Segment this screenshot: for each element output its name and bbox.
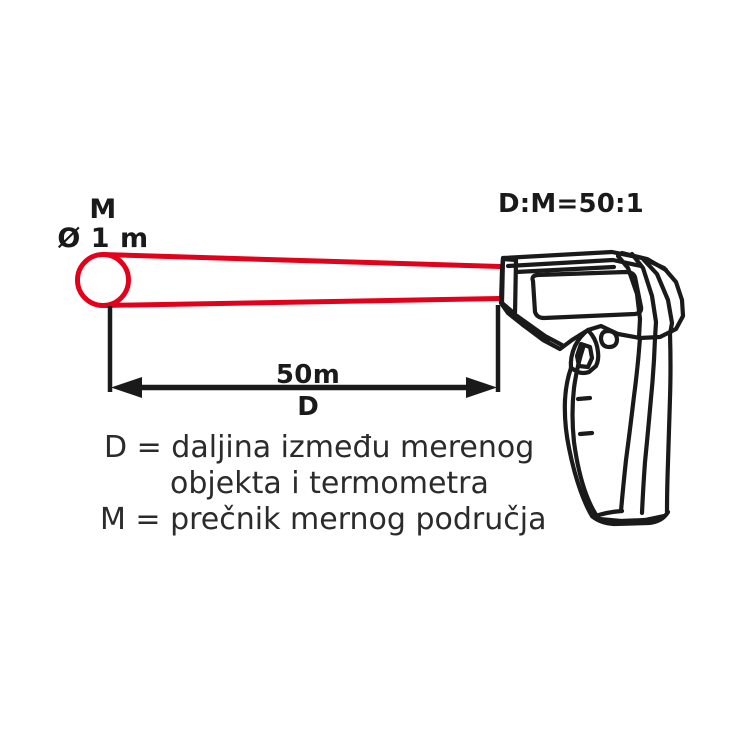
dimension-extension-lines	[107, 305, 501, 392]
legend-caption: D = daljina između merenog objekta i ter…	[62, 430, 602, 538]
legend-line-distance-1: D = daljina između merenog	[104, 430, 535, 465]
legend-line-distance-2: objekta i termometra	[170, 466, 489, 501]
laser-beam-cone-icon	[100, 252, 503, 308]
distance-value-label: 50m	[275, 360, 341, 390]
infrared-thermometer-gun-icon	[498, 249, 686, 527]
dimension-arrow-icon	[111, 377, 497, 398]
spot-diameter-label: Ø 1 m	[57, 223, 149, 254]
distance-to-spot-ratio-label: D:M=50:1	[498, 189, 644, 219]
spot-symbol-label: M	[89, 194, 117, 225]
distance-symbol-label: D	[297, 392, 319, 422]
legend-line-spot: M = prečnik mernog područja	[100, 502, 547, 537]
measurement-spot-circle-icon	[75, 252, 131, 308]
